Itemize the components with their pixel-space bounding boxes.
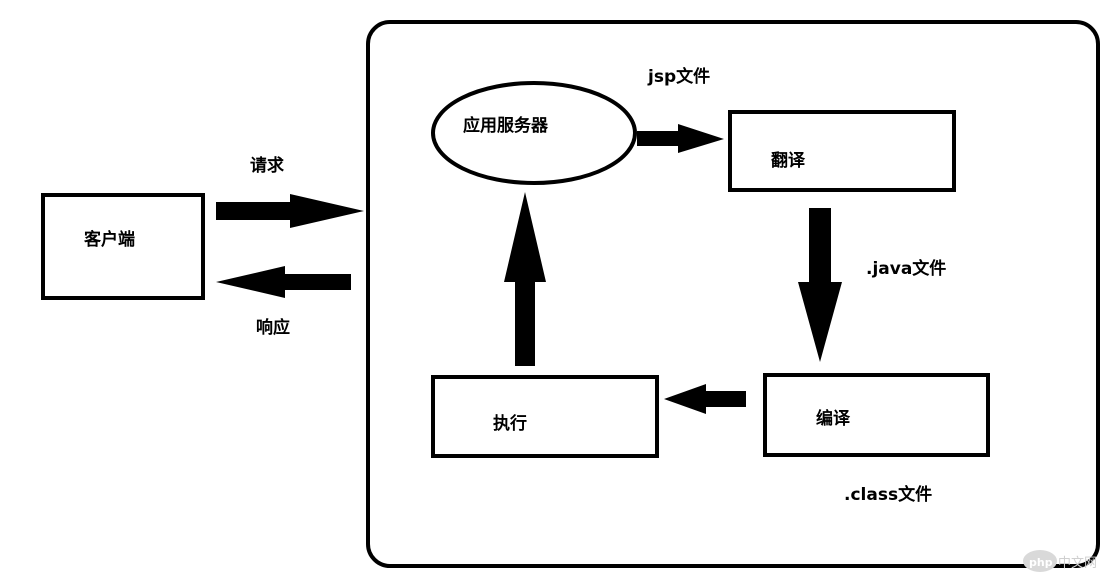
app-server-label: 应用服务器	[463, 115, 549, 136]
execute-box	[431, 375, 659, 458]
request-label: 请求	[250, 155, 284, 176]
client-label: 客户端	[83, 229, 135, 250]
java-file-label: .java文件	[866, 258, 946, 279]
translate-box	[728, 110, 956, 192]
java-arrow	[798, 208, 842, 362]
watermark-php: php	[1029, 556, 1053, 569]
compile-box	[763, 373, 990, 457]
request-arrow	[216, 194, 364, 228]
translate-label: 翻译	[771, 150, 806, 171]
response-arrow	[216, 266, 351, 298]
execute-label: 执行	[493, 413, 527, 434]
response-label: 响应	[256, 317, 290, 338]
compile-label: 编译	[816, 408, 851, 429]
execute-to-server-arrow	[504, 192, 546, 366]
jsp-file-label: jsp文件	[647, 66, 710, 87]
client-box	[41, 193, 205, 300]
watermark-badge	[1023, 550, 1057, 572]
app-server-ellipse	[431, 81, 637, 185]
watermark-text: 中文网	[1058, 556, 1097, 571]
jsp-arrow	[637, 124, 724, 153]
compile-to-execute-arrow	[664, 384, 746, 414]
watermark: php 中文网	[1023, 550, 1097, 572]
class-file-label: .class文件	[844, 484, 932, 505]
